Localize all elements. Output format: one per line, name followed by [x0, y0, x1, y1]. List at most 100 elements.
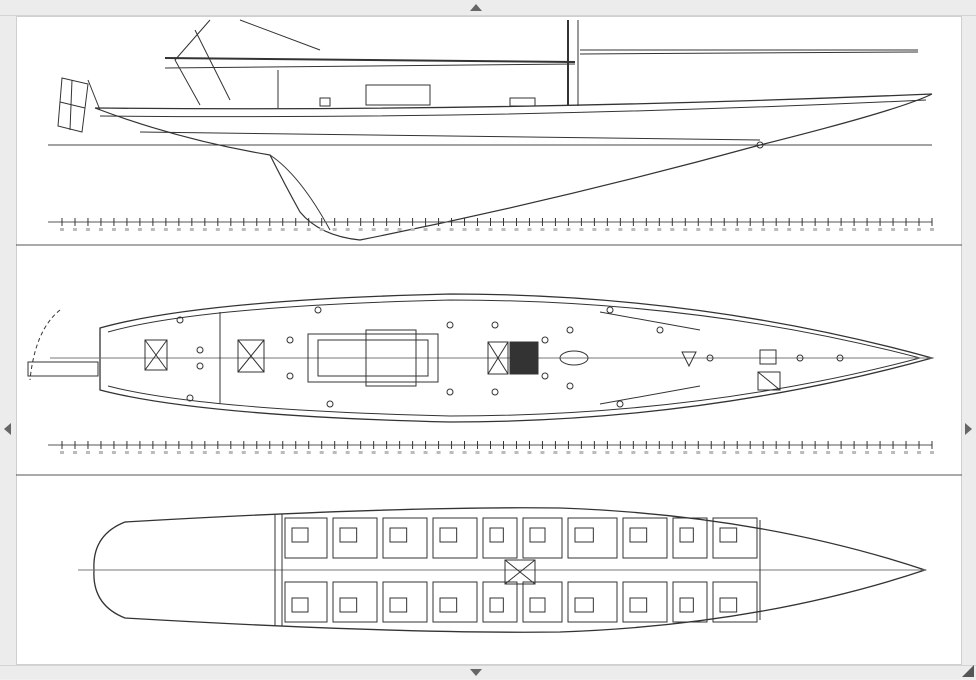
ruler-label — [735, 451, 740, 454]
berth — [389, 527, 408, 543]
ruler-label — [449, 451, 454, 454]
ruler-label — [553, 228, 558, 231]
ruler-label — [683, 228, 688, 231]
ruler-label — [813, 451, 818, 454]
ruler-label — [228, 451, 233, 454]
ruler-label — [124, 451, 129, 454]
ruler-label — [475, 451, 480, 454]
cabin-compartment — [622, 517, 668, 559]
ruler-label — [163, 228, 168, 231]
ruler-label — [501, 228, 506, 231]
triangle-left-icon[interactable] — [4, 423, 11, 435]
cabin-compartment — [567, 517, 618, 559]
cabin-compartment — [432, 517, 478, 559]
ruler-label — [215, 451, 220, 454]
deck-fitting — [196, 346, 204, 354]
ruler-label — [111, 228, 116, 231]
deck-fitting — [541, 336, 549, 344]
ruler-label — [124, 228, 129, 231]
ruler-label — [800, 228, 805, 231]
ruler-label — [826, 451, 831, 454]
ruler-label — [878, 451, 883, 454]
scale-ruler — [60, 218, 934, 231]
ruler-label — [488, 228, 493, 231]
ruler-label — [254, 451, 259, 454]
ruler-label — [267, 451, 272, 454]
triangle-up-icon[interactable] — [470, 4, 482, 11]
cabin-compartment — [672, 581, 708, 623]
ruler-label — [254, 228, 259, 231]
ruler-label — [514, 451, 519, 454]
ruler-label — [85, 228, 90, 231]
cabin-compartment — [284, 517, 328, 559]
berth — [291, 527, 309, 543]
ruler-label — [696, 451, 701, 454]
cabin-compartment — [712, 517, 758, 559]
triangle-down-icon[interactable] — [470, 669, 482, 676]
cabin-layout — [284, 517, 758, 623]
ruler-label — [592, 451, 597, 454]
ruler-label — [631, 228, 636, 231]
ruler-label — [826, 228, 831, 231]
ruler-label — [748, 451, 753, 454]
cabin-compartment — [482, 581, 518, 623]
cabin-compartment — [284, 581, 328, 623]
cabin-compartment — [567, 581, 618, 623]
berth — [679, 527, 694, 543]
berth — [574, 597, 594, 613]
ruler-label — [319, 228, 324, 231]
ruler-label — [683, 451, 688, 454]
ruler-label — [787, 451, 792, 454]
ruler-label — [761, 451, 766, 454]
deck-fitting — [186, 394, 194, 402]
ruler-label — [410, 228, 415, 231]
ruler-label — [319, 451, 324, 454]
berth — [439, 527, 458, 543]
ruler-label — [839, 228, 844, 231]
ruler-label — [371, 451, 376, 454]
deck-fitting — [491, 388, 499, 396]
berth — [489, 527, 504, 543]
cabin-compartment — [332, 581, 378, 623]
ruler-label — [878, 228, 883, 231]
ruler-label — [241, 451, 246, 454]
berth — [629, 597, 648, 613]
ruler-label — [137, 451, 142, 454]
deck-fitting — [286, 372, 294, 380]
ruler-label — [202, 228, 207, 231]
ruler-label — [345, 228, 350, 231]
resize-grip-icon[interactable] — [962, 665, 974, 677]
berth — [439, 597, 458, 613]
ruler-label — [670, 451, 675, 454]
ruler-label — [85, 451, 90, 454]
ruler-label — [150, 228, 155, 231]
ruler-label — [176, 228, 181, 231]
ruler-label — [241, 228, 246, 231]
deck-fitting — [491, 321, 499, 329]
ruler-label — [293, 228, 298, 231]
ruler-label — [72, 451, 77, 454]
ruler-label — [761, 228, 766, 231]
ruler-label — [176, 451, 181, 454]
ruler-label — [436, 228, 441, 231]
ruler-label — [657, 451, 662, 454]
cabin-compartment — [482, 517, 518, 559]
ruler-label — [358, 451, 363, 454]
berth — [679, 597, 694, 613]
ruler-label — [267, 228, 272, 231]
ruler-label — [228, 228, 233, 231]
cabin-compartment — [432, 581, 478, 623]
ruler-label — [800, 451, 805, 454]
ruler-label — [163, 451, 168, 454]
deck-fitting — [566, 382, 574, 390]
berth — [719, 597, 738, 613]
triangle-right-icon[interactable] — [965, 423, 972, 435]
ruler-label — [917, 228, 922, 231]
deck-fitting — [836, 354, 844, 362]
ruler-label — [514, 228, 519, 231]
ruler-label — [605, 228, 610, 231]
ruler-label — [696, 228, 701, 231]
top-bar — [0, 0, 976, 16]
deck-fittings — [176, 306, 844, 408]
